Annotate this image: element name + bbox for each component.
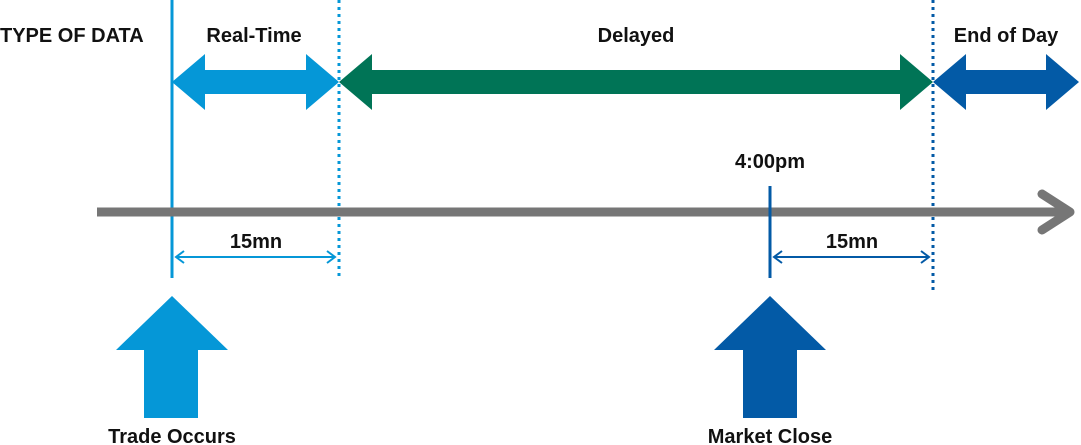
real-time-delay-measure-arrow [174,250,337,264]
trade-occurs-label: Trade Occurs [108,426,236,445]
real-time-delay-label: 15mn [230,231,282,253]
category-label-end-of-day: End of Day [954,25,1059,47]
trade-occurs-up-arrow [116,296,228,418]
real-time-span-arrow [172,54,339,110]
market-close-up-arrow [714,296,826,418]
end-of-day-delay-label: 15mn [826,231,878,253]
delayed-span-arrow [339,54,933,110]
category-label-real-time: Real-Time [206,25,301,47]
category-label-delayed: Delayed [598,25,675,47]
market-close-time-label: 4:00pm [735,151,805,173]
market-close-label: Market Close [708,426,833,445]
time-axis-arrow [97,189,1075,235]
type-of-data-label: TYPE OF DATA [0,25,144,47]
end-of-day-span-arrow [933,54,1079,110]
end-of-day-delay-measure-arrow [772,250,931,264]
